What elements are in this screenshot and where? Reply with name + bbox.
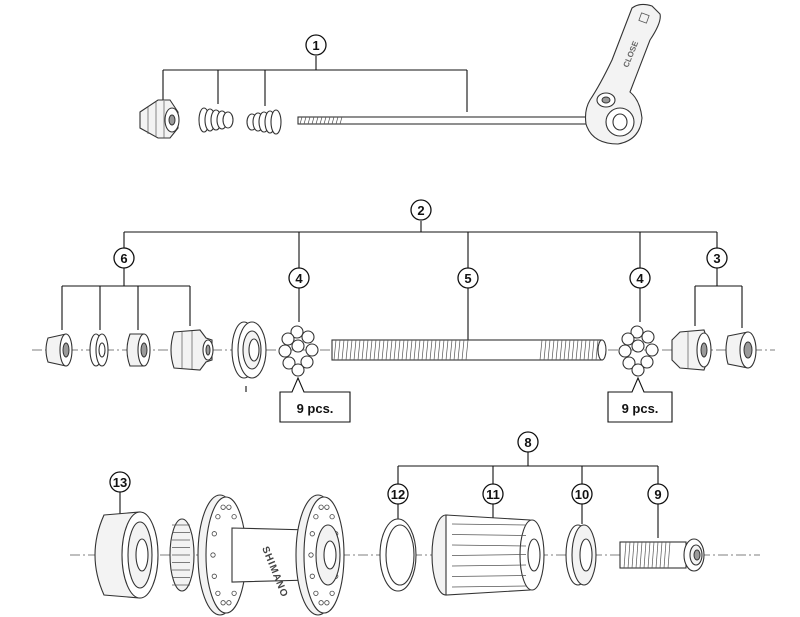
callout-4-right: 4 — [629, 267, 651, 289]
hub-body-assembly: 8 12 11 10 9 13 — [70, 431, 760, 616]
svg-text:4: 4 — [295, 271, 303, 286]
spacer-ring-12 — [379, 518, 417, 592]
svg-text:11: 11 — [486, 487, 500, 502]
end-cap-13 — [94, 511, 159, 599]
skewer-rod — [297, 116, 589, 125]
callout-1: 1 — [305, 34, 327, 56]
leader-lines-2 — [61, 221, 743, 340]
callout-4-left: 4 — [288, 267, 310, 289]
washer-10 — [565, 524, 597, 586]
quick-release-assembly: 1 — [139, 3, 661, 145]
svg-text:6: 6 — [120, 251, 127, 266]
svg-text:1: 1 — [312, 38, 319, 53]
pcs-box-left: 9 pcs. — [279, 376, 351, 423]
callout-6: 6 — [113, 247, 135, 269]
adjusting-nut — [139, 99, 180, 139]
spring-left — [198, 107, 234, 133]
dust-seal — [231, 321, 267, 392]
svg-text:12: 12 — [391, 487, 405, 502]
svg-text:9 pcs.: 9 pcs. — [297, 401, 334, 416]
svg-text:4: 4 — [636, 271, 644, 286]
svg-text:8: 8 — [524, 435, 531, 450]
callout-5: 5 — [457, 267, 479, 289]
spring-right — [246, 109, 282, 135]
callout-2: 2 — [410, 199, 432, 221]
freehub-body-11 — [431, 514, 545, 596]
hub-axle — [331, 339, 607, 361]
washer-left — [89, 333, 109, 367]
fixing-bolt-9 — [619, 538, 705, 572]
bearing-balls-left — [278, 325, 319, 377]
svg-text:2: 2 — [417, 203, 424, 218]
bearing-balls-right — [618, 325, 659, 377]
callout-12: 12 — [387, 483, 409, 505]
callout-3: 3 — [706, 247, 728, 269]
hub-shell: SHIMANO — [169, 494, 345, 616]
cone-right — [671, 329, 712, 371]
svg-text:9: 9 — [654, 487, 661, 502]
svg-text:5: 5 — [464, 271, 471, 286]
callout-9: 9 — [647, 483, 669, 505]
callout-10: 10 — [571, 483, 593, 505]
svg-text:13: 13 — [113, 475, 127, 490]
quick-release-lever: CLOSE — [584, 3, 661, 145]
svg-text:9 pcs.: 9 pcs. — [622, 401, 659, 416]
lock-nut-left — [45, 333, 73, 367]
cone-left — [170, 329, 214, 371]
axle-assembly: 2 6 4 5 4 3 — [32, 199, 775, 423]
leader-lines-3 — [119, 452, 659, 538]
lock-nut-right — [725, 331, 757, 369]
svg-text:3: 3 — [713, 251, 720, 266]
callout-11: 11 — [482, 483, 504, 505]
callout-8: 8 — [517, 431, 539, 453]
leader-lines-1 — [162, 56, 468, 112]
svg-text:10: 10 — [575, 487, 589, 502]
callout-13: 13 — [109, 471, 131, 493]
pcs-box-right: 9 pcs. — [607, 376, 673, 423]
spacer-left — [126, 333, 151, 367]
